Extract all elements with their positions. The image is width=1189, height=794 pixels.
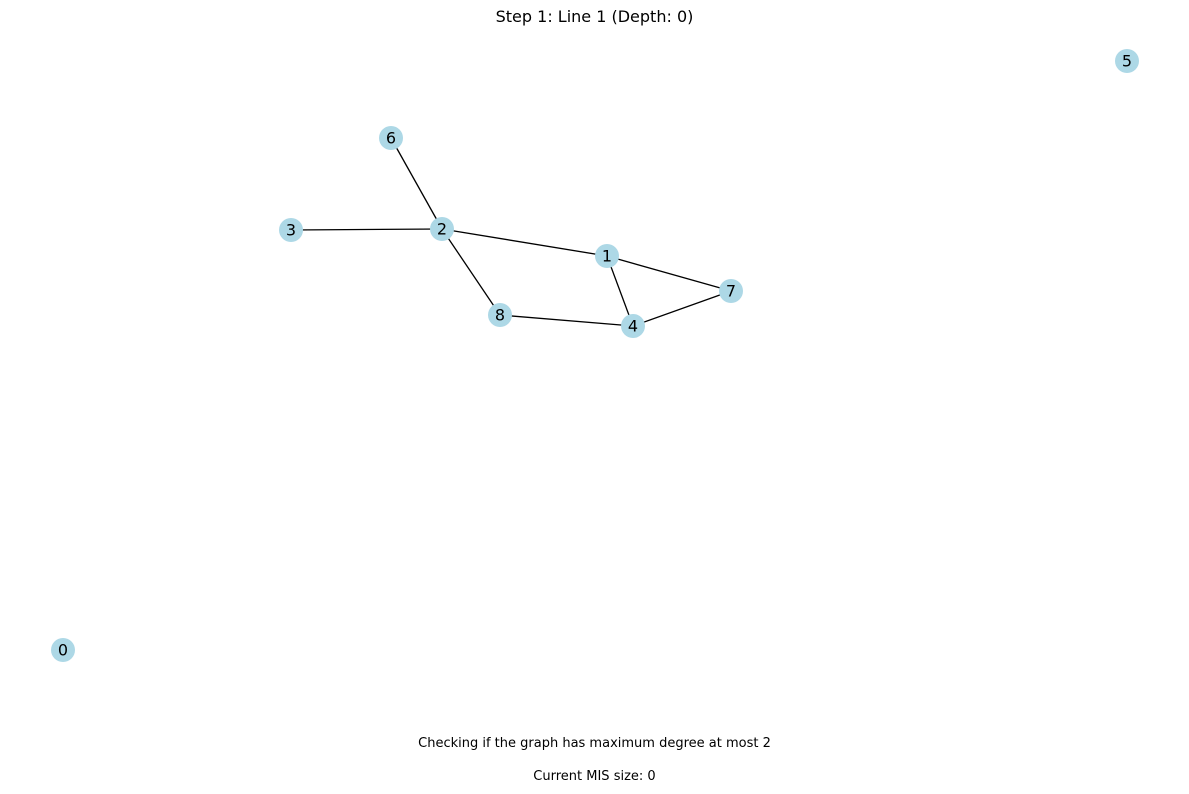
edge-2-1	[441, 228, 608, 257]
node-circle	[430, 217, 454, 241]
edge-2-8	[441, 228, 501, 316]
node-label: 3	[286, 221, 296, 240]
node-label: 2	[437, 220, 447, 239]
node-8: 8	[488, 303, 512, 327]
node-label: 5	[1122, 52, 1132, 71]
node-circle	[379, 126, 403, 150]
mis-size-label: Current MIS size: 0	[533, 769, 656, 784]
node-circle	[621, 314, 645, 338]
node-circle	[279, 218, 303, 242]
status-message: Checking if the graph has maximum degree…	[418, 736, 771, 751]
node-6: 6	[379, 126, 403, 150]
node-0: 0	[51, 638, 75, 662]
node-circle	[51, 638, 75, 662]
node-circle	[595, 244, 619, 268]
node-4: 4	[621, 314, 645, 338]
node-2: 2	[430, 217, 454, 241]
edge-8-4	[499, 314, 634, 327]
edges-layer	[290, 137, 732, 327]
node-label: 4	[628, 317, 638, 336]
node-circle	[719, 279, 743, 303]
nodes-layer: 0 1 2 3 4 5 6 7 8	[51, 49, 1139, 662]
node-circle	[488, 303, 512, 327]
node-3: 3	[279, 218, 303, 242]
edge-1-7	[606, 255, 732, 292]
node-label: 0	[58, 641, 68, 660]
node-circle	[1115, 49, 1139, 73]
node-5: 5	[1115, 49, 1139, 73]
edge-4-7	[632, 290, 732, 327]
node-label: 6	[386, 129, 396, 148]
node-label: 1	[602, 247, 612, 266]
node-1: 1	[595, 244, 619, 268]
node-7: 7	[719, 279, 743, 303]
step-title: Step 1: Line 1 (Depth: 0)	[495, 7, 694, 26]
node-label: 7	[726, 282, 736, 301]
edge-6-2	[390, 137, 443, 230]
edge-3-2	[290, 228, 443, 231]
node-label: 8	[495, 306, 505, 325]
edge-1-4	[606, 255, 634, 327]
